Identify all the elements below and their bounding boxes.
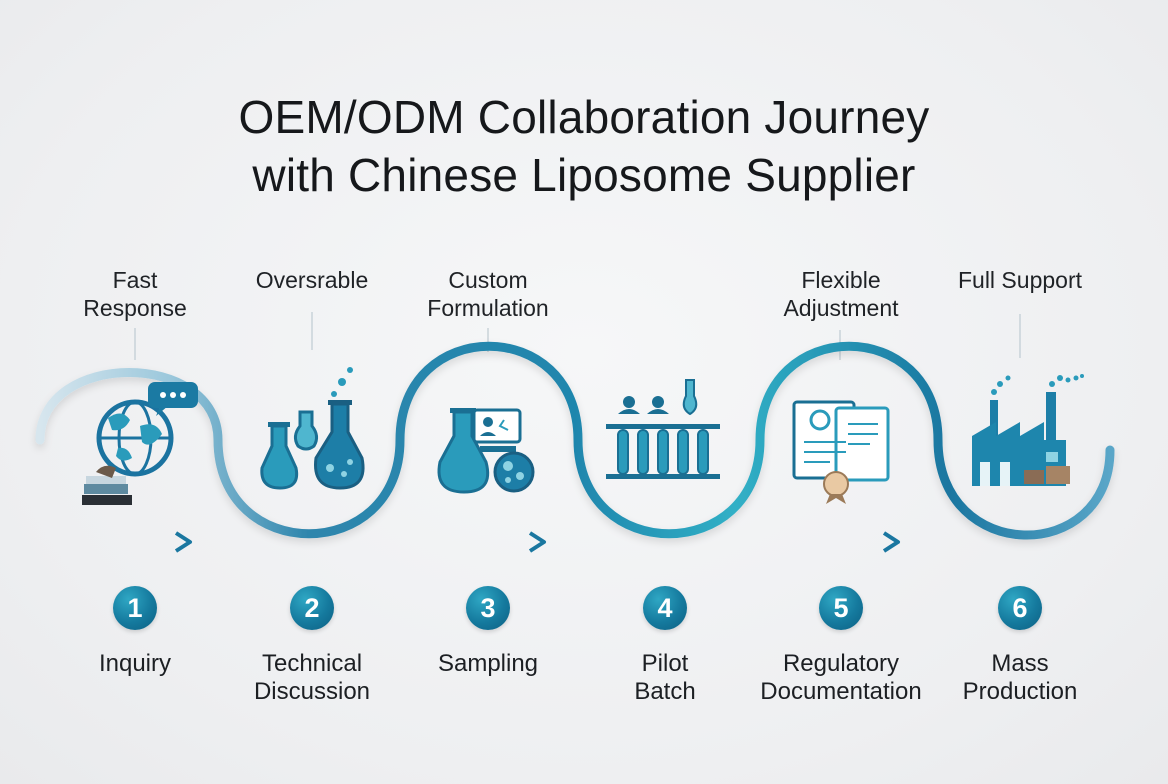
- step-label-line: Pilot: [641, 650, 689, 677]
- arrow-icon: [786, 531, 900, 553]
- top-label-step-1: Fast Response: [35, 266, 235, 322]
- factory-icon: [972, 374, 1084, 486]
- top-label-line: Custom: [448, 267, 528, 293]
- step-number-badge: 5: [819, 586, 863, 630]
- step-number-badge: 1: [113, 586, 157, 630]
- step-label-2: Technical Discussion: [202, 650, 422, 706]
- arrow-icon: [78, 531, 192, 553]
- arrow-icon: [432, 531, 546, 553]
- step-arrows: [78, 531, 900, 553]
- top-label-step-3: Custom Formulation: [388, 266, 588, 322]
- certificate-documents-icon: [792, 400, 890, 504]
- top-label-line: Fast: [112, 267, 158, 293]
- top-label-step-6: Full Support: [920, 266, 1120, 294]
- step-label-line: Regulatory: [782, 650, 900, 677]
- lab-flasks-icon: [260, 367, 365, 490]
- journey-wave-path: [35, 341, 1115, 540]
- step-number-badge: 6: [998, 586, 1042, 630]
- step-number-badge: 2: [290, 586, 334, 630]
- sampling-flask-icon: [437, 408, 535, 494]
- step-label-line: Documentation: [760, 678, 922, 705]
- test-tubes-icon: [606, 379, 720, 479]
- step-label-line: Discussion: [253, 678, 371, 705]
- top-label-step-2: Oversrable: [212, 266, 412, 294]
- step-label-5: Regulatory Documentation: [731, 650, 951, 706]
- step-label-line: Technical: [261, 650, 363, 677]
- top-label-line: Oversrable: [255, 267, 369, 293]
- step-number-badge: 4: [643, 586, 687, 630]
- title-line-1: OEM/ODM Collaboration Journey: [238, 91, 930, 143]
- step-number-badge: 3: [466, 586, 510, 630]
- step-label-line: Inquiry: [98, 650, 172, 677]
- step-label-3: Sampling: [378, 650, 598, 678]
- top-label-line: Flexible: [801, 267, 881, 293]
- globe-chat-icon: [82, 382, 198, 505]
- top-label-line: Adjustment: [783, 295, 899, 321]
- page-title: OEM/ODM Collaboration Journey with Chine…: [0, 88, 1168, 204]
- step-label-line: Batch: [634, 678, 696, 705]
- step-label-line: Sampling: [437, 650, 539, 677]
- top-label-line: Formulation: [427, 295, 549, 321]
- top-label-line: Response: [83, 295, 187, 321]
- step-label-line: Mass: [991, 650, 1049, 677]
- step-label-1: Inquiry: [25, 650, 245, 678]
- top-label-step-5: Flexible Adjustment: [741, 266, 941, 322]
- step-label-6: Mass Production: [910, 650, 1130, 706]
- top-label-line: Full Support: [957, 267, 1082, 293]
- step-label-line: Production: [962, 678, 1078, 705]
- title-line-2: with Chinese Liposome Supplier: [252, 149, 916, 201]
- step-label-4: Pilot Batch: [555, 650, 775, 706]
